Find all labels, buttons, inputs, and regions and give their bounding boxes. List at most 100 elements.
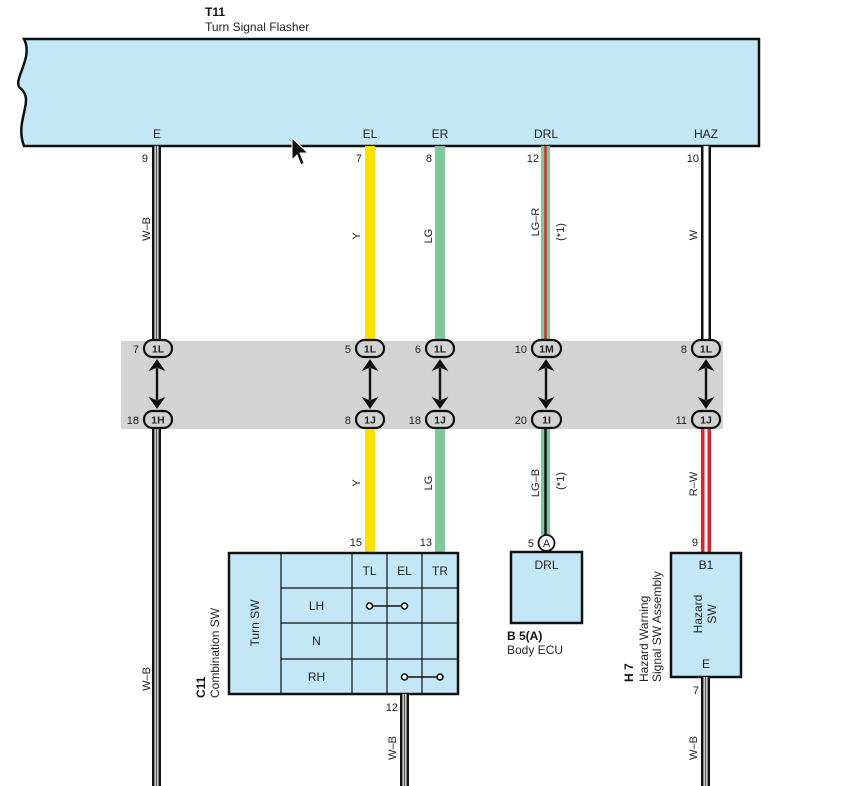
flasher-pin-e: 9 <box>142 153 148 165</box>
wire-label-er-upper: LG <box>423 229 435 244</box>
junction-lower-pin-er: 18 <box>409 415 421 427</box>
svg-text:1H: 1H <box>151 415 164 427</box>
hazard-switch[interactable] <box>669 551 743 679</box>
svg-text:1J: 1J <box>434 415 446 427</box>
wire-label-drl-lower: LG–B <box>530 469 542 497</box>
svg-text:A: A <box>543 538 551 550</box>
arrow-drl <box>537 359 555 409</box>
junction-lower-pin-drl: 20 <box>515 415 527 427</box>
flasher-pin-el: 7 <box>356 153 362 165</box>
junction-band <box>121 341 723 429</box>
combo-pin-tl: 15 <box>350 537 362 549</box>
hazard-name-line1: Hazard Warning <box>637 596 651 682</box>
wire-label-haz-lower: R–W <box>688 471 700 496</box>
wire-hazard-ground <box>701 677 710 786</box>
junction-lower-el[interactable]: 1J <box>354 409 386 430</box>
wire-drl-lower <box>541 429 550 535</box>
col-el: EL <box>397 564 412 578</box>
row-rh: RH <box>308 670 325 684</box>
junction-lower-pin-e: 18 <box>127 415 139 427</box>
row-n: N <box>312 634 321 648</box>
combination-switch[interactable] <box>227 551 460 696</box>
junction-upper-er[interactable]: 1L <box>424 338 456 359</box>
wire-haz-lower <box>701 429 711 552</box>
wire-label-haz-upper: W <box>688 229 700 240</box>
svg-text:1I: 1I <box>542 415 551 427</box>
terminal-haz: HAZ <box>694 127 718 141</box>
wire-note-drl-lower: (*1) <box>555 472 567 490</box>
junction-lower-pin-el: 8 <box>345 415 351 427</box>
junction-upper-pin-drl: 10 <box>515 344 527 356</box>
turn-sw-label: Turn SW <box>248 599 262 647</box>
svg-text:1L: 1L <box>700 344 713 356</box>
wire-label-e-upper: W–B <box>141 217 153 241</box>
junction-upper-haz[interactable]: 1L <box>690 338 722 359</box>
hazard-inner-line1: Hazard <box>691 595 705 634</box>
wire-note-drl-upper: (*1) <box>555 223 567 241</box>
body-ecu-terminal: DRL <box>534 558 558 572</box>
combo-pin-tr: 13 <box>420 537 432 549</box>
wire-e <box>152 146 161 786</box>
body-ecu[interactable] <box>509 550 584 625</box>
wire-er-lower <box>435 429 445 552</box>
terminal-drl: DRL <box>534 127 558 141</box>
hazard-pin-top: 9 <box>692 537 698 549</box>
svg-text:1M: 1M <box>539 344 554 356</box>
svg-text:1L: 1L <box>434 344 447 356</box>
svg-text:1L: 1L <box>364 344 377 356</box>
hazard-inner-line2: SW <box>705 604 719 624</box>
junction-lower-er[interactable]: 1J <box>424 409 456 430</box>
flasher-name: Turn Signal Flasher <box>205 20 309 34</box>
combo-name: Combination SW <box>208 607 222 698</box>
junction-upper-pin-el: 5 <box>345 344 351 356</box>
terminal-er: ER <box>432 127 449 141</box>
body-ecu-name: Body ECU <box>507 643 563 657</box>
flasher-body[interactable] <box>17 37 761 148</box>
body-ecu-connector: A <box>537 534 556 552</box>
svg-text:1L: 1L <box>152 344 165 356</box>
wire-er-upper <box>435 146 445 349</box>
arrow-el <box>361 359 379 409</box>
flasher-pin-er: 8 <box>426 153 432 165</box>
terminal-e: E <box>153 127 161 141</box>
hazard-terminal-b1: B1 <box>699 558 714 572</box>
flasher-code: T11 <box>205 5 225 19</box>
wire-label-drl-upper: LG–R <box>530 208 542 237</box>
junction-upper-pin-er: 6 <box>415 344 421 356</box>
wire-label-combo-ground: W–B <box>387 736 399 760</box>
col-tl: TL <box>362 564 376 578</box>
col-tr: TR <box>432 564 448 578</box>
wire-label-e-lower: W–B <box>141 667 153 691</box>
junction-upper-drl[interactable]: 1M <box>530 338 563 359</box>
arrow-haz <box>697 359 715 409</box>
junction-lower-drl[interactable]: 1I <box>530 409 563 430</box>
junction-upper-el[interactable]: 1L <box>354 338 386 359</box>
junction-lower-haz[interactable]: 1J <box>690 409 722 430</box>
hazard-terminal-e: E <box>702 657 710 671</box>
flasher-pin-haz: 10 <box>687 153 699 165</box>
arrow-er <box>431 359 449 409</box>
mouse-cursor-icon <box>291 136 310 166</box>
wire-el-lower <box>365 429 375 552</box>
junction-lower-e[interactable]: 1H <box>142 409 174 430</box>
combo-pin-ground: 12 <box>386 702 398 714</box>
body-ecu-pin: 5 <box>528 538 534 550</box>
wire-drl-upper <box>541 146 550 349</box>
body-ecu-code: B 5(A) <box>507 629 542 643</box>
junction-lower-pin-haz: 11 <box>676 415 687 427</box>
row-lh: LH <box>309 599 324 613</box>
wire-el-upper <box>365 146 375 349</box>
combo-code: C11 <box>194 676 208 698</box>
wire-label-el-upper: Y <box>351 232 363 240</box>
wire-haz-upper <box>701 146 711 349</box>
terminal-el: EL <box>363 127 378 141</box>
arrow-e <box>148 359 166 409</box>
flasher-pin-drl: 12 <box>527 153 539 165</box>
hazard-name-line2: Signal SW Assembly <box>650 571 664 682</box>
junction-upper-pin-e: 7 <box>133 344 139 356</box>
hazard-code: H 7 <box>622 663 636 682</box>
wire-combo-ground <box>400 694 409 786</box>
wire-label-el-lower: Y <box>351 479 363 487</box>
junction-upper-e[interactable]: 1L <box>142 338 174 359</box>
